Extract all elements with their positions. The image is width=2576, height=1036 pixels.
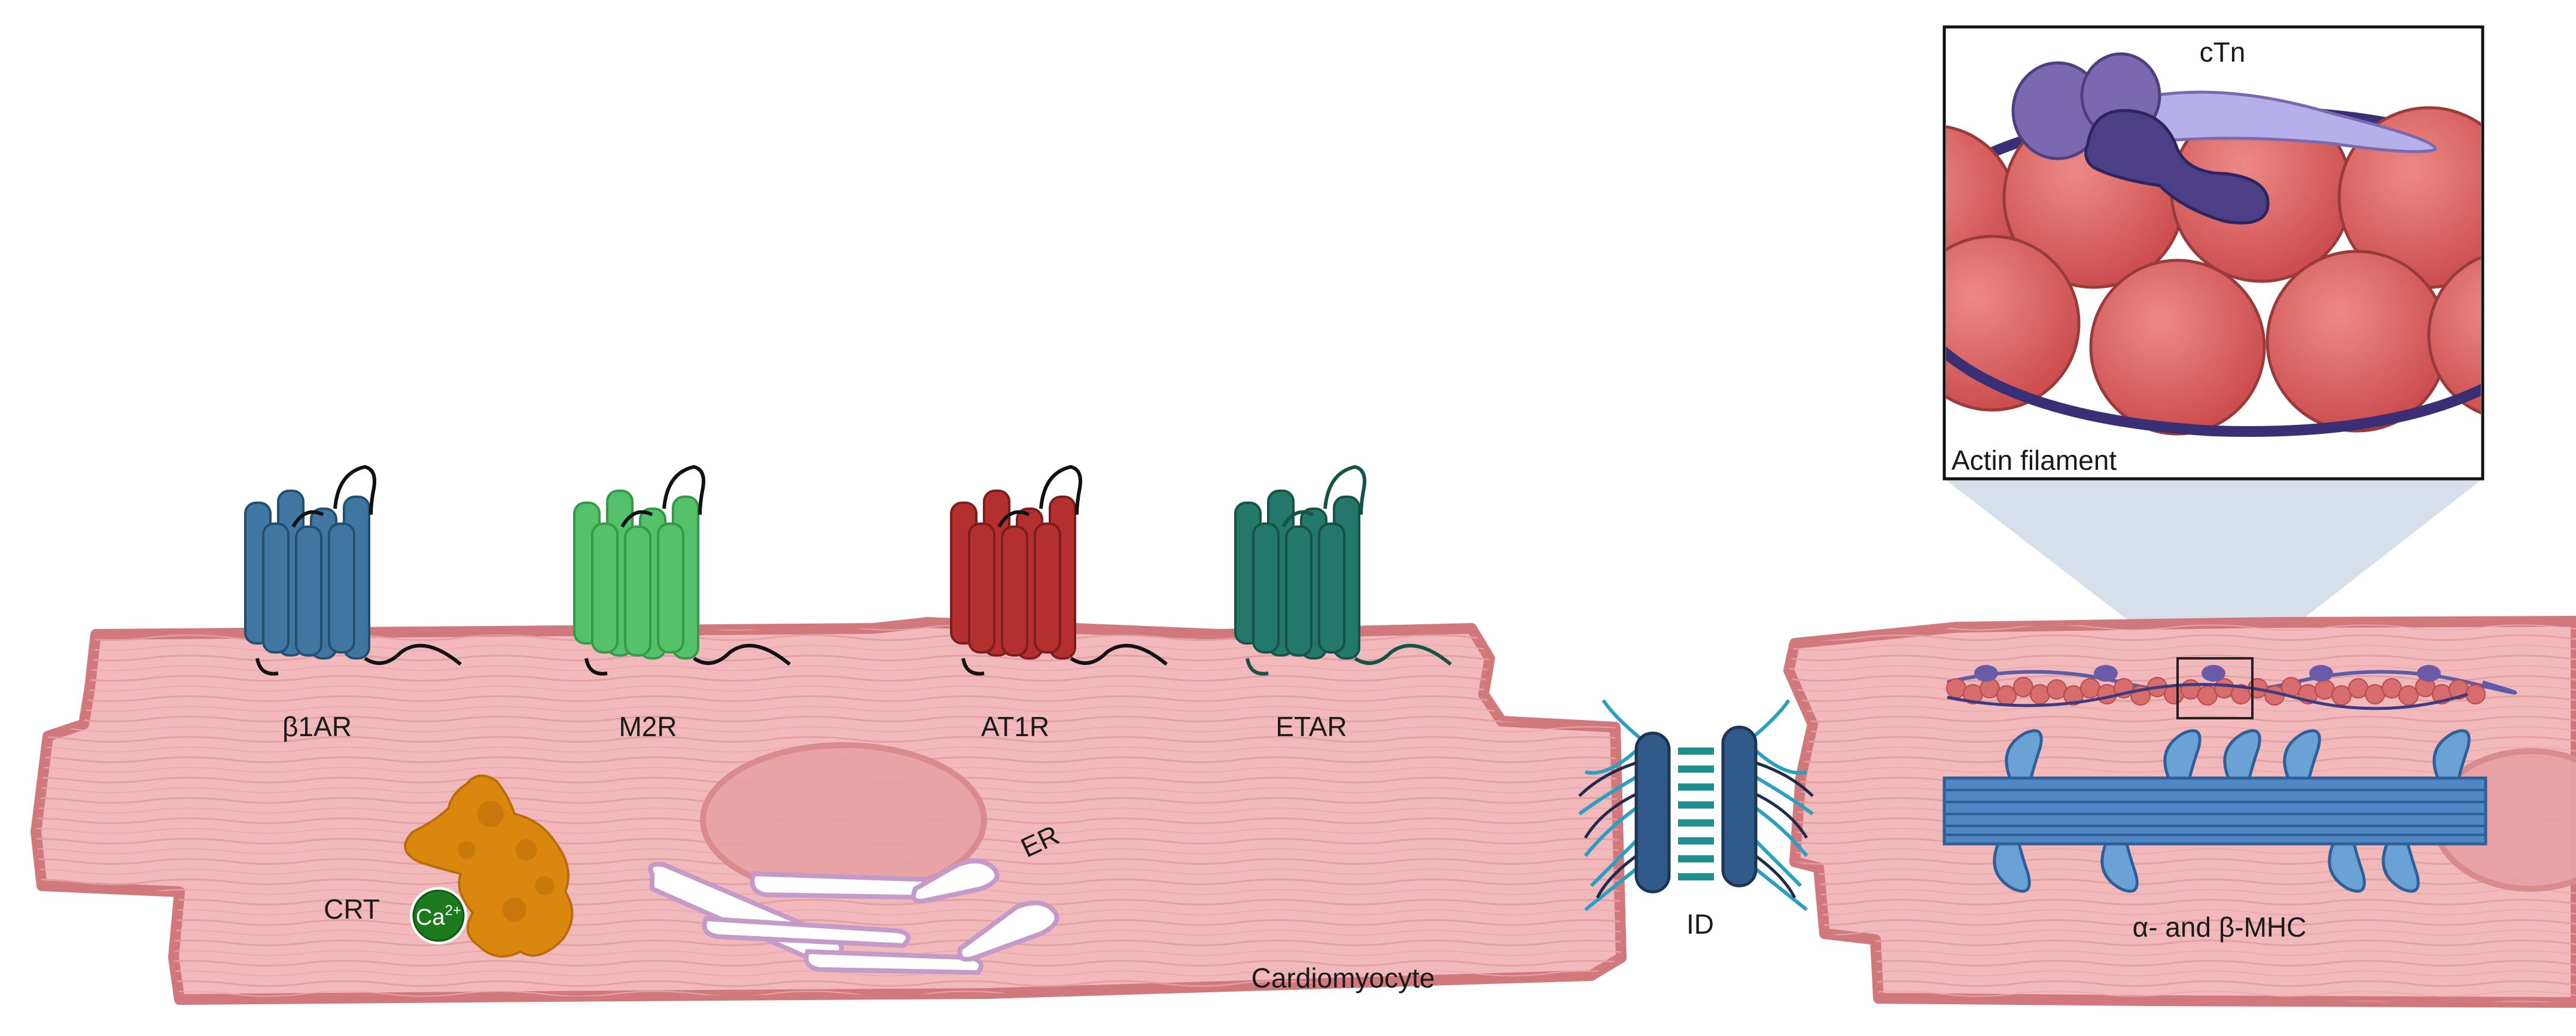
label-mhc: α- and β-MHC (2133, 912, 2307, 943)
label-etar: ETAR (1275, 711, 1347, 742)
receptor-m2r (573, 464, 791, 676)
label-crt: CRT (324, 894, 380, 925)
intercalated-disc (1578, 699, 1814, 912)
troponin-complex (2011, 52, 2437, 224)
receptor-etar (1234, 464, 1452, 676)
myosin-filament (1942, 729, 2487, 893)
label-m2r: M2R (619, 711, 677, 742)
calreticulin (404, 774, 574, 958)
endoplasmic-reticulum (648, 858, 1059, 976)
label-b1ar: β1AR (282, 711, 352, 742)
zoom-box (2176, 657, 2254, 719)
receptor-at1r (950, 464, 1168, 676)
label-cardiomyocyte: Cardiomyocyte (1252, 962, 1435, 994)
thin-filament (1946, 657, 2517, 719)
label-at1r: AT1R (981, 711, 1049, 742)
inset-panel (1942, 25, 2484, 481)
label-id: ID (1686, 909, 1714, 940)
label-ctn: cTn (2200, 37, 2246, 68)
calcium-charge: 2+ (445, 903, 461, 919)
receptor-b1ar (244, 464, 462, 676)
tropomyosin-front (1946, 346, 2481, 437)
label-calcium: Ca2+ (416, 903, 461, 930)
zoom-cone (1944, 479, 2483, 658)
label-actin-filament: Actin filament (1951, 445, 2117, 476)
